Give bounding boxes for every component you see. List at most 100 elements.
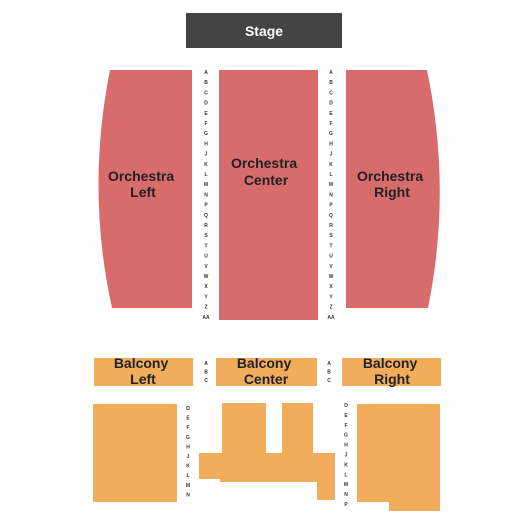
- row-label: H: [344, 443, 348, 449]
- section-balcony-left-label-1: Balcony: [114, 355, 169, 371]
- row-label: E: [204, 111, 208, 117]
- row-label: T: [329, 243, 332, 249]
- row-label: F: [329, 121, 332, 127]
- row-label: Q: [204, 213, 208, 219]
- row-label: E: [329, 111, 333, 117]
- row-label: M: [329, 182, 333, 188]
- row-label: D: [344, 403, 348, 409]
- row-label: AA: [202, 315, 210, 321]
- section-orchestra-center[interactable]: Orchestra Center: [219, 70, 318, 320]
- row-label: M: [186, 483, 190, 489]
- section-balcony-left-label-2: Left: [130, 371, 156, 387]
- row-label: J: [345, 453, 348, 459]
- row-label: A: [329, 70, 333, 76]
- row-label: AA: [327, 315, 335, 321]
- svg-text:Balcony Center: Balcony Center: [237, 355, 295, 387]
- row-label: N: [186, 492, 190, 498]
- row-label: Y: [204, 294, 208, 300]
- row-label: B: [327, 370, 331, 376]
- row-label: H: [186, 444, 190, 450]
- row-label: N: [329, 192, 333, 198]
- balcony-left-aisle-row-labels: ABC: [204, 361, 208, 384]
- row-label: P: [204, 203, 208, 209]
- section-orchestra-left-shape[interactable]: [98, 70, 192, 308]
- row-label: A: [327, 361, 331, 367]
- row-label: J: [187, 454, 190, 460]
- row-label: D: [186, 406, 190, 412]
- row-label: H: [204, 141, 208, 147]
- section-balcony-right-shape[interactable]: [342, 358, 441, 386]
- section-balcony-right-rear[interactable]: [357, 404, 440, 511]
- row-label: Z: [329, 305, 332, 311]
- row-label: C: [204, 378, 208, 384]
- row-label: A: [204, 70, 208, 76]
- row-label: D: [204, 101, 208, 107]
- section-orchestra-right-label-2: Right: [374, 184, 410, 200]
- row-label: W: [204, 274, 209, 280]
- row-label: B: [329, 80, 333, 86]
- row-label: G: [329, 131, 333, 137]
- row-label: E: [186, 416, 190, 422]
- row-label: R: [329, 223, 333, 229]
- row-label: K: [204, 162, 208, 168]
- section-balcony-right-label-1: Balcony: [363, 355, 418, 371]
- section-orchestra-left[interactable]: Orchestra Left: [98, 70, 192, 308]
- row-label: H: [329, 141, 333, 147]
- row-label: L: [186, 473, 189, 479]
- stage-label: Stage: [245, 23, 283, 39]
- row-label: N: [204, 192, 208, 198]
- section-balcony-left[interactable]: Balcony Left: [94, 355, 193, 387]
- row-label: U: [204, 254, 208, 260]
- row-label: X: [204, 284, 208, 290]
- row-label: D: [329, 101, 333, 107]
- section-balcony-center[interactable]: Balcony Center: [216, 355, 317, 387]
- row-label: M: [344, 482, 348, 488]
- section-orchestra-right[interactable]: Orchestra Right: [346, 70, 440, 308]
- row-label: Y: [329, 294, 333, 300]
- section-balcony-right-label-2: Right: [374, 371, 410, 387]
- row-label: F: [344, 423, 347, 429]
- section-orchestra-left-label-1: Orchestra: [108, 168, 174, 184]
- row-label: L: [329, 172, 332, 178]
- row-label: P: [329, 203, 333, 209]
- svg-text:Orchestra Left: Orchestra Left: [108, 168, 178, 200]
- row-label: J: [330, 152, 333, 158]
- section-balcony-right[interactable]: Balcony Right: [342, 355, 441, 387]
- section-orchestra-center-shape[interactable]: [219, 70, 318, 320]
- section-balcony-center-shape[interactable]: [216, 358, 317, 386]
- row-label: S: [204, 233, 208, 239]
- row-label: C: [329, 90, 333, 96]
- row-label: Q: [329, 213, 333, 219]
- section-orchestra-right-shape[interactable]: [346, 70, 440, 308]
- row-label: V: [329, 264, 333, 270]
- row-label: S: [329, 233, 333, 239]
- section-balcony-center-label-2: Center: [244, 371, 289, 387]
- section-orchestra-center-label-2: Center: [244, 172, 289, 188]
- balcony-right-aisle-row-labels: ABC: [327, 361, 331, 384]
- svg-text:Balcony Left: Balcony Left: [114, 355, 172, 387]
- row-label: J: [205, 152, 208, 158]
- section-orchestra-right-label-1: Orchestra: [357, 168, 423, 184]
- section-balcony-center-rear[interactable]: [199, 403, 335, 500]
- section-balcony-left-rear[interactable]: [93, 404, 177, 502]
- row-label: B: [204, 370, 208, 376]
- section-balcony-left-shape[interactable]: [94, 358, 193, 386]
- row-label: M: [204, 182, 208, 188]
- row-label: E: [344, 413, 348, 419]
- row-label: B: [204, 80, 208, 86]
- row-label: L: [344, 472, 347, 478]
- row-label: K: [186, 464, 190, 470]
- row-label: G: [344, 433, 348, 439]
- svg-text:Orchestra Right: Orchestra Right: [357, 168, 427, 200]
- row-label: T: [204, 243, 207, 249]
- row-label: F: [186, 425, 189, 431]
- section-orchestra-center-label-1: Orchestra: [231, 155, 297, 171]
- section-balcony-center-label-1: Balcony: [237, 355, 292, 371]
- row-label: K: [329, 162, 333, 168]
- row-label: L: [204, 172, 207, 178]
- section-orchestra-left-label-2: Left: [130, 184, 156, 200]
